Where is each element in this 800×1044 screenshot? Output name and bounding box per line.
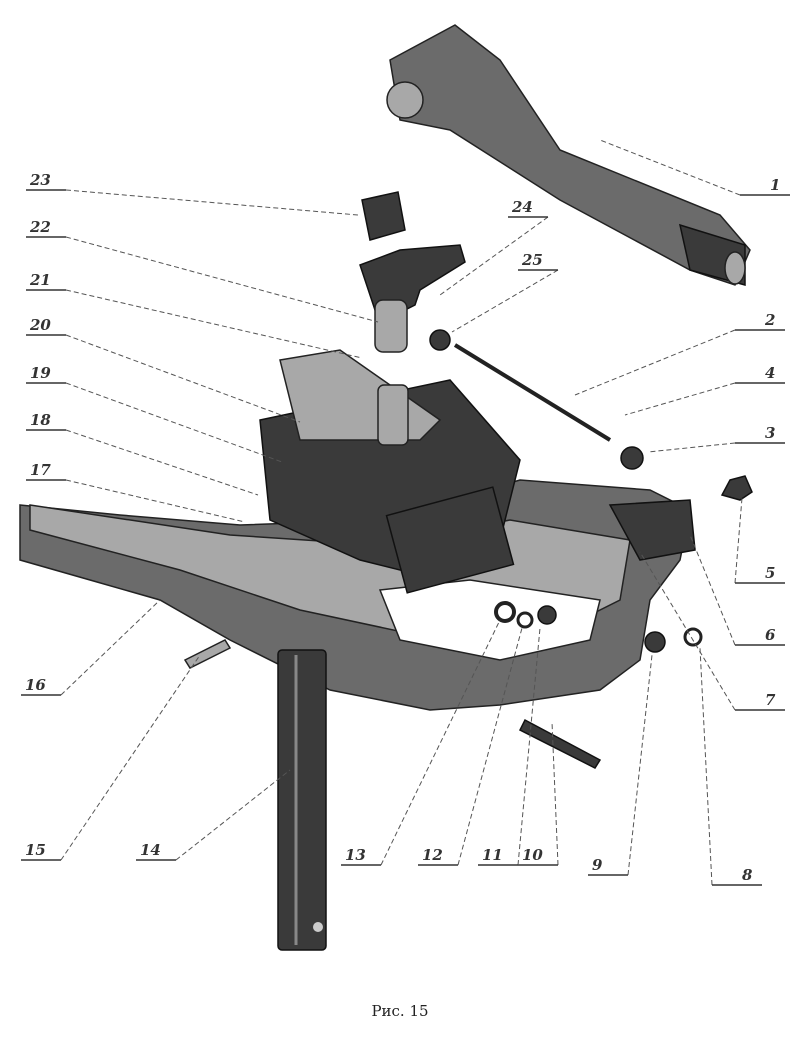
leader-line xyxy=(734,497,743,584)
leader-line xyxy=(457,627,523,866)
pin-15 xyxy=(183,639,232,669)
callout-number: 9 xyxy=(592,856,603,874)
leader-line xyxy=(65,479,246,523)
leader-line xyxy=(639,551,736,711)
callout-number: 5 xyxy=(765,564,775,582)
callout-number: 21 xyxy=(29,271,51,289)
swivel-shaft xyxy=(277,649,327,951)
callout-number: 19 xyxy=(30,364,51,382)
callout-number: 16 xyxy=(25,676,46,694)
leader-line xyxy=(60,599,161,696)
callout-number: 11 xyxy=(482,846,503,864)
callout-11: 11 xyxy=(478,627,541,866)
control-rod xyxy=(453,343,612,442)
callout-number: 10 xyxy=(522,846,543,864)
cap-part xyxy=(361,191,406,241)
callout-number: 14 xyxy=(140,841,161,859)
callout-number: 7 xyxy=(765,691,776,709)
callout-20: 20 xyxy=(26,316,301,423)
callout-number: 18 xyxy=(30,411,51,429)
callout-14: 14 xyxy=(136,769,291,861)
leader-line xyxy=(574,329,736,396)
washer-12 xyxy=(516,611,534,629)
callout-12: 12 xyxy=(418,627,523,866)
callout-number: 24 xyxy=(511,198,533,216)
screw-5 xyxy=(720,475,753,501)
callout-number: 12 xyxy=(422,846,443,864)
callout-17: 17 xyxy=(26,461,246,523)
leader-line xyxy=(451,269,559,333)
callout-7: 7 xyxy=(639,551,785,711)
callout-8: 8 xyxy=(699,647,762,886)
gear-part xyxy=(429,329,451,351)
callout-15: 15 xyxy=(21,654,201,861)
leader-line xyxy=(380,619,501,866)
nut-11 xyxy=(537,605,557,625)
callout-19: 19 xyxy=(26,364,283,463)
leader-line xyxy=(60,654,201,861)
bushing-9 xyxy=(644,631,666,653)
callout-number: 3 xyxy=(765,424,775,442)
figure-caption: Рис. 15 xyxy=(371,1002,429,1020)
ring-8 xyxy=(683,627,703,647)
callout-number: 4 xyxy=(765,364,775,382)
callout-5: 5 xyxy=(734,497,785,584)
callout-3: 3 xyxy=(647,424,785,453)
leader-line xyxy=(699,647,713,886)
callout-16: 16 xyxy=(21,599,161,696)
gear-part-3 xyxy=(620,446,644,470)
callout-number: 8 xyxy=(742,866,753,884)
throttle-bracket xyxy=(359,244,466,353)
callout-number: 23 xyxy=(29,171,51,189)
leader-line xyxy=(624,382,736,416)
leader-line xyxy=(65,289,363,359)
swivel-frame xyxy=(19,349,696,711)
leader-line xyxy=(65,189,359,216)
leader-line xyxy=(65,382,283,463)
leader-line xyxy=(599,139,741,196)
callout-number: 6 xyxy=(765,626,776,644)
leader-line xyxy=(175,769,291,861)
callout-number: 2 xyxy=(764,311,775,329)
leader-line xyxy=(65,236,379,323)
tiller-handle xyxy=(386,24,751,286)
callout-4: 4 xyxy=(624,364,785,416)
callout-number: 20 xyxy=(29,316,51,334)
leader-line xyxy=(65,429,259,496)
callout-2: 2 xyxy=(574,311,785,396)
callout-number: 25 xyxy=(521,251,543,269)
callout-22: 22 xyxy=(26,218,379,323)
callout-number: 13 xyxy=(345,846,366,864)
callout-13: 13 xyxy=(341,619,501,866)
washer-13 xyxy=(494,601,516,623)
leader-line xyxy=(689,534,736,646)
callout-number: 17 xyxy=(30,461,51,479)
leader-line xyxy=(439,216,549,296)
callout-6: 6 xyxy=(689,534,785,646)
bolt-10 xyxy=(518,718,602,769)
callout-number: 22 xyxy=(29,218,51,236)
leader-line xyxy=(627,654,653,876)
callout-1: 1 xyxy=(599,139,790,196)
callout-23: 23 xyxy=(26,171,359,216)
leader-line xyxy=(647,442,736,453)
callout-number: 15 xyxy=(25,841,46,859)
callout-25: 25 xyxy=(451,251,559,333)
callout-9: 9 xyxy=(588,654,653,876)
callout-21: 21 xyxy=(26,271,363,359)
callout-10: 10 xyxy=(518,721,559,866)
callout-number: 1 xyxy=(770,176,780,194)
leader-line xyxy=(65,334,301,423)
callout-24: 24 xyxy=(439,198,549,296)
callout-18: 18 xyxy=(26,411,259,496)
